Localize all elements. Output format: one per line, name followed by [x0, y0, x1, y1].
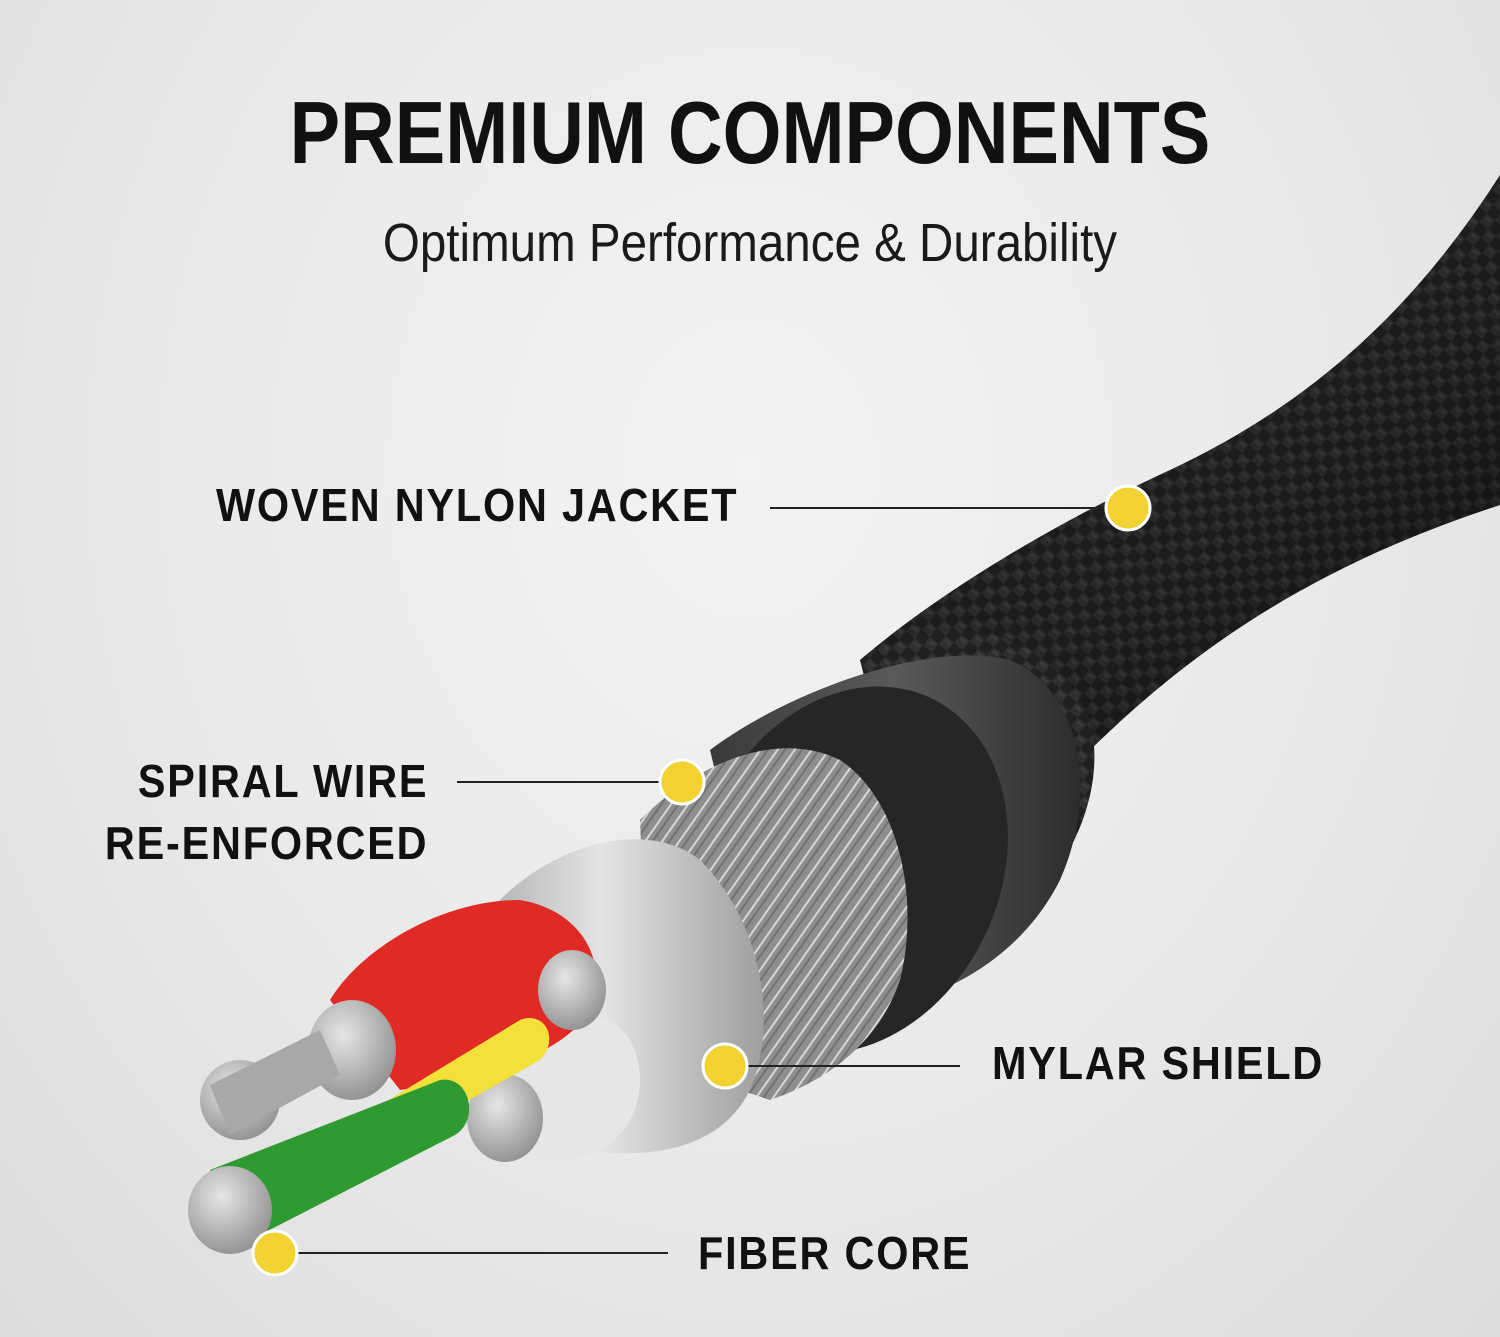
page-subtitle: Optimum Performance & Durability	[382, 213, 1118, 273]
mylar-shield-label: MYLAR SHIELD	[992, 1037, 1325, 1089]
fiber-core-label: FIBER CORE	[698, 1227, 972, 1279]
fiber-marker-dot	[251, 1229, 299, 1277]
spiral-wire-label-line2: RE-ENFORCED	[104, 817, 428, 869]
spiral-wire-label: SPIRAL WIRE RE-ENFORCED	[105, 750, 428, 874]
woven-nylon-jacket-label: WOVEN NYLON JACKET	[215, 479, 738, 531]
page-title: PREMIUM COMPONENTS	[289, 83, 1211, 182]
spiral-marker-dot	[658, 758, 706, 806]
jacket-marker-dot	[1104, 484, 1152, 532]
mylar-marker-dot	[701, 1042, 749, 1090]
spiral-wire-label-line1: SPIRAL WIRE	[137, 755, 429, 807]
